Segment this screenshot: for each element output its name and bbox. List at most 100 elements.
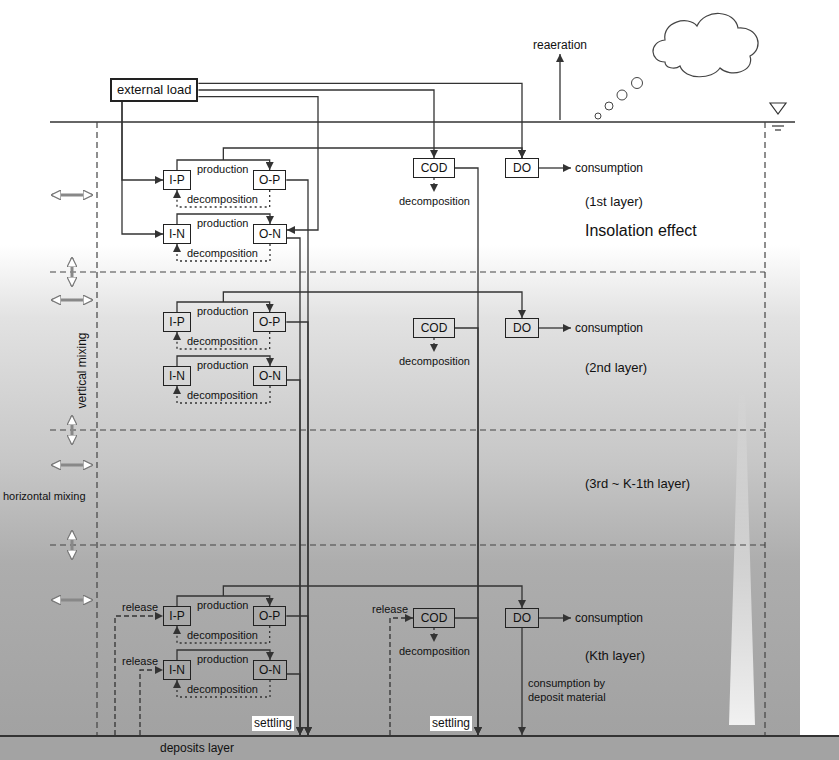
air-bubbles xyxy=(595,78,643,120)
oxygen-box: DO xyxy=(505,608,539,628)
edge-label: decomposition xyxy=(187,388,258,402)
cod-box: COD xyxy=(413,608,455,628)
box-text: COD xyxy=(419,610,449,626)
mixing-label: horizontal mixing xyxy=(3,489,86,503)
flow-arrow xyxy=(177,244,270,261)
flow-arrow xyxy=(286,180,308,735)
nutrient-box: O-N xyxy=(253,224,287,244)
nutrient-box: I-P xyxy=(163,312,191,332)
nutrient-box: O-N xyxy=(253,660,287,680)
surface-symbol xyxy=(770,103,786,130)
nutrient-box: O-N xyxy=(253,366,287,386)
nutrient-box: O-P xyxy=(253,170,286,190)
box-text: I-N xyxy=(169,226,185,242)
flow-arrow xyxy=(122,102,163,234)
box-text: COD xyxy=(419,160,449,176)
box-text: O-N xyxy=(259,368,281,384)
consumption-arrow xyxy=(539,327,571,328)
edge-label: decomposition xyxy=(187,628,258,642)
box-text: I-N xyxy=(169,662,185,678)
flow-arrow xyxy=(198,83,522,158)
nutrient-box: I-N xyxy=(163,224,191,244)
layer-label: (2nd layer) xyxy=(585,360,647,376)
process-label: decomposition xyxy=(399,644,470,658)
nutrient-box: I-P xyxy=(163,170,191,190)
edge-label: decomposition xyxy=(187,682,258,696)
consumption-arrow xyxy=(539,167,571,168)
process-label: consumption xyxy=(575,611,643,626)
edge-label: decomposition xyxy=(187,334,258,348)
process-label: consumption xyxy=(575,161,643,176)
oxygen-box: DO xyxy=(505,158,539,178)
flow-arrow xyxy=(455,328,478,735)
edge-label: production xyxy=(197,216,248,230)
process-label: settling xyxy=(252,716,294,731)
water-surface xyxy=(50,121,795,123)
box-text: external load xyxy=(117,81,191,99)
edge-label: production xyxy=(197,162,248,176)
layer-borders xyxy=(50,122,765,735)
effect-label: Insolation effect xyxy=(585,221,697,240)
water-shading xyxy=(0,122,800,735)
box-text: DO xyxy=(511,610,533,626)
process-label: decomposition xyxy=(399,194,470,208)
box-text: O-N xyxy=(259,662,281,678)
box-text: COD xyxy=(419,320,449,336)
box-text: O-P xyxy=(259,172,280,188)
consumption-arrow xyxy=(539,617,571,618)
box-text: I-N xyxy=(169,368,185,384)
layer-label: (3rd ~ K-1th layer) xyxy=(585,476,690,492)
oxygen-production-line xyxy=(223,292,522,318)
box-text: O-P xyxy=(259,608,280,624)
edge-label: production xyxy=(197,652,248,666)
flow-arrow xyxy=(198,90,434,158)
flow-arrow xyxy=(390,618,413,735)
nutrient-box: I-P xyxy=(163,606,191,626)
flow-arrow xyxy=(177,626,270,643)
edge-label: consumption by deposit material xyxy=(528,676,628,704)
edge-label: decomposition xyxy=(187,192,258,206)
layer-label: (Kth layer) xyxy=(585,648,645,664)
cod-decomposition-arrow xyxy=(433,628,434,642)
box-text: O-P xyxy=(259,314,280,330)
edge-label: production xyxy=(197,358,248,372)
box-text: I-P xyxy=(169,172,185,188)
nutrient-box: O-P xyxy=(253,606,286,626)
mixing-arrows xyxy=(52,195,92,600)
box-text: deposits layer xyxy=(160,737,839,759)
flow-arrow xyxy=(122,102,163,180)
box-text: DO xyxy=(511,160,533,176)
flow-arrow xyxy=(521,628,522,735)
insolation-beam xyxy=(729,390,755,725)
flow-arrow xyxy=(286,322,308,735)
edge-label: production xyxy=(197,598,248,612)
cod-box: COD xyxy=(413,318,455,338)
box-text: I-P xyxy=(169,314,185,330)
cod-decomposition-arrow xyxy=(433,178,434,192)
box-text: DO xyxy=(511,320,533,336)
flow-arrow xyxy=(177,190,270,207)
mixing-label: vertical mixing xyxy=(75,332,90,408)
edge-label: release xyxy=(122,600,158,614)
edge-label: release xyxy=(122,654,158,668)
flow-arrow xyxy=(177,332,270,349)
process-label: settling xyxy=(430,716,472,731)
process-label: consumption xyxy=(575,321,643,336)
cloud xyxy=(653,13,758,76)
process-label: decomposition xyxy=(399,354,470,368)
oxygen-production-line xyxy=(223,148,522,160)
nutrient-box: I-N xyxy=(163,366,191,386)
edge-label: decomposition xyxy=(187,246,258,260)
cod-box: COD xyxy=(413,158,455,178)
box-text: O-N xyxy=(259,226,281,242)
sediment-band: deposits layer xyxy=(0,735,839,760)
flow-arrow xyxy=(140,670,163,735)
flow-arrow xyxy=(177,680,270,697)
nutrient-box: I-N xyxy=(163,660,191,680)
process-label: reaeration xyxy=(533,38,587,53)
oxygen-box: DO xyxy=(505,318,539,338)
layer-label: (1st layer) xyxy=(585,194,643,210)
flow-arrow xyxy=(115,616,163,735)
cod-decomposition-arrow xyxy=(433,338,434,352)
